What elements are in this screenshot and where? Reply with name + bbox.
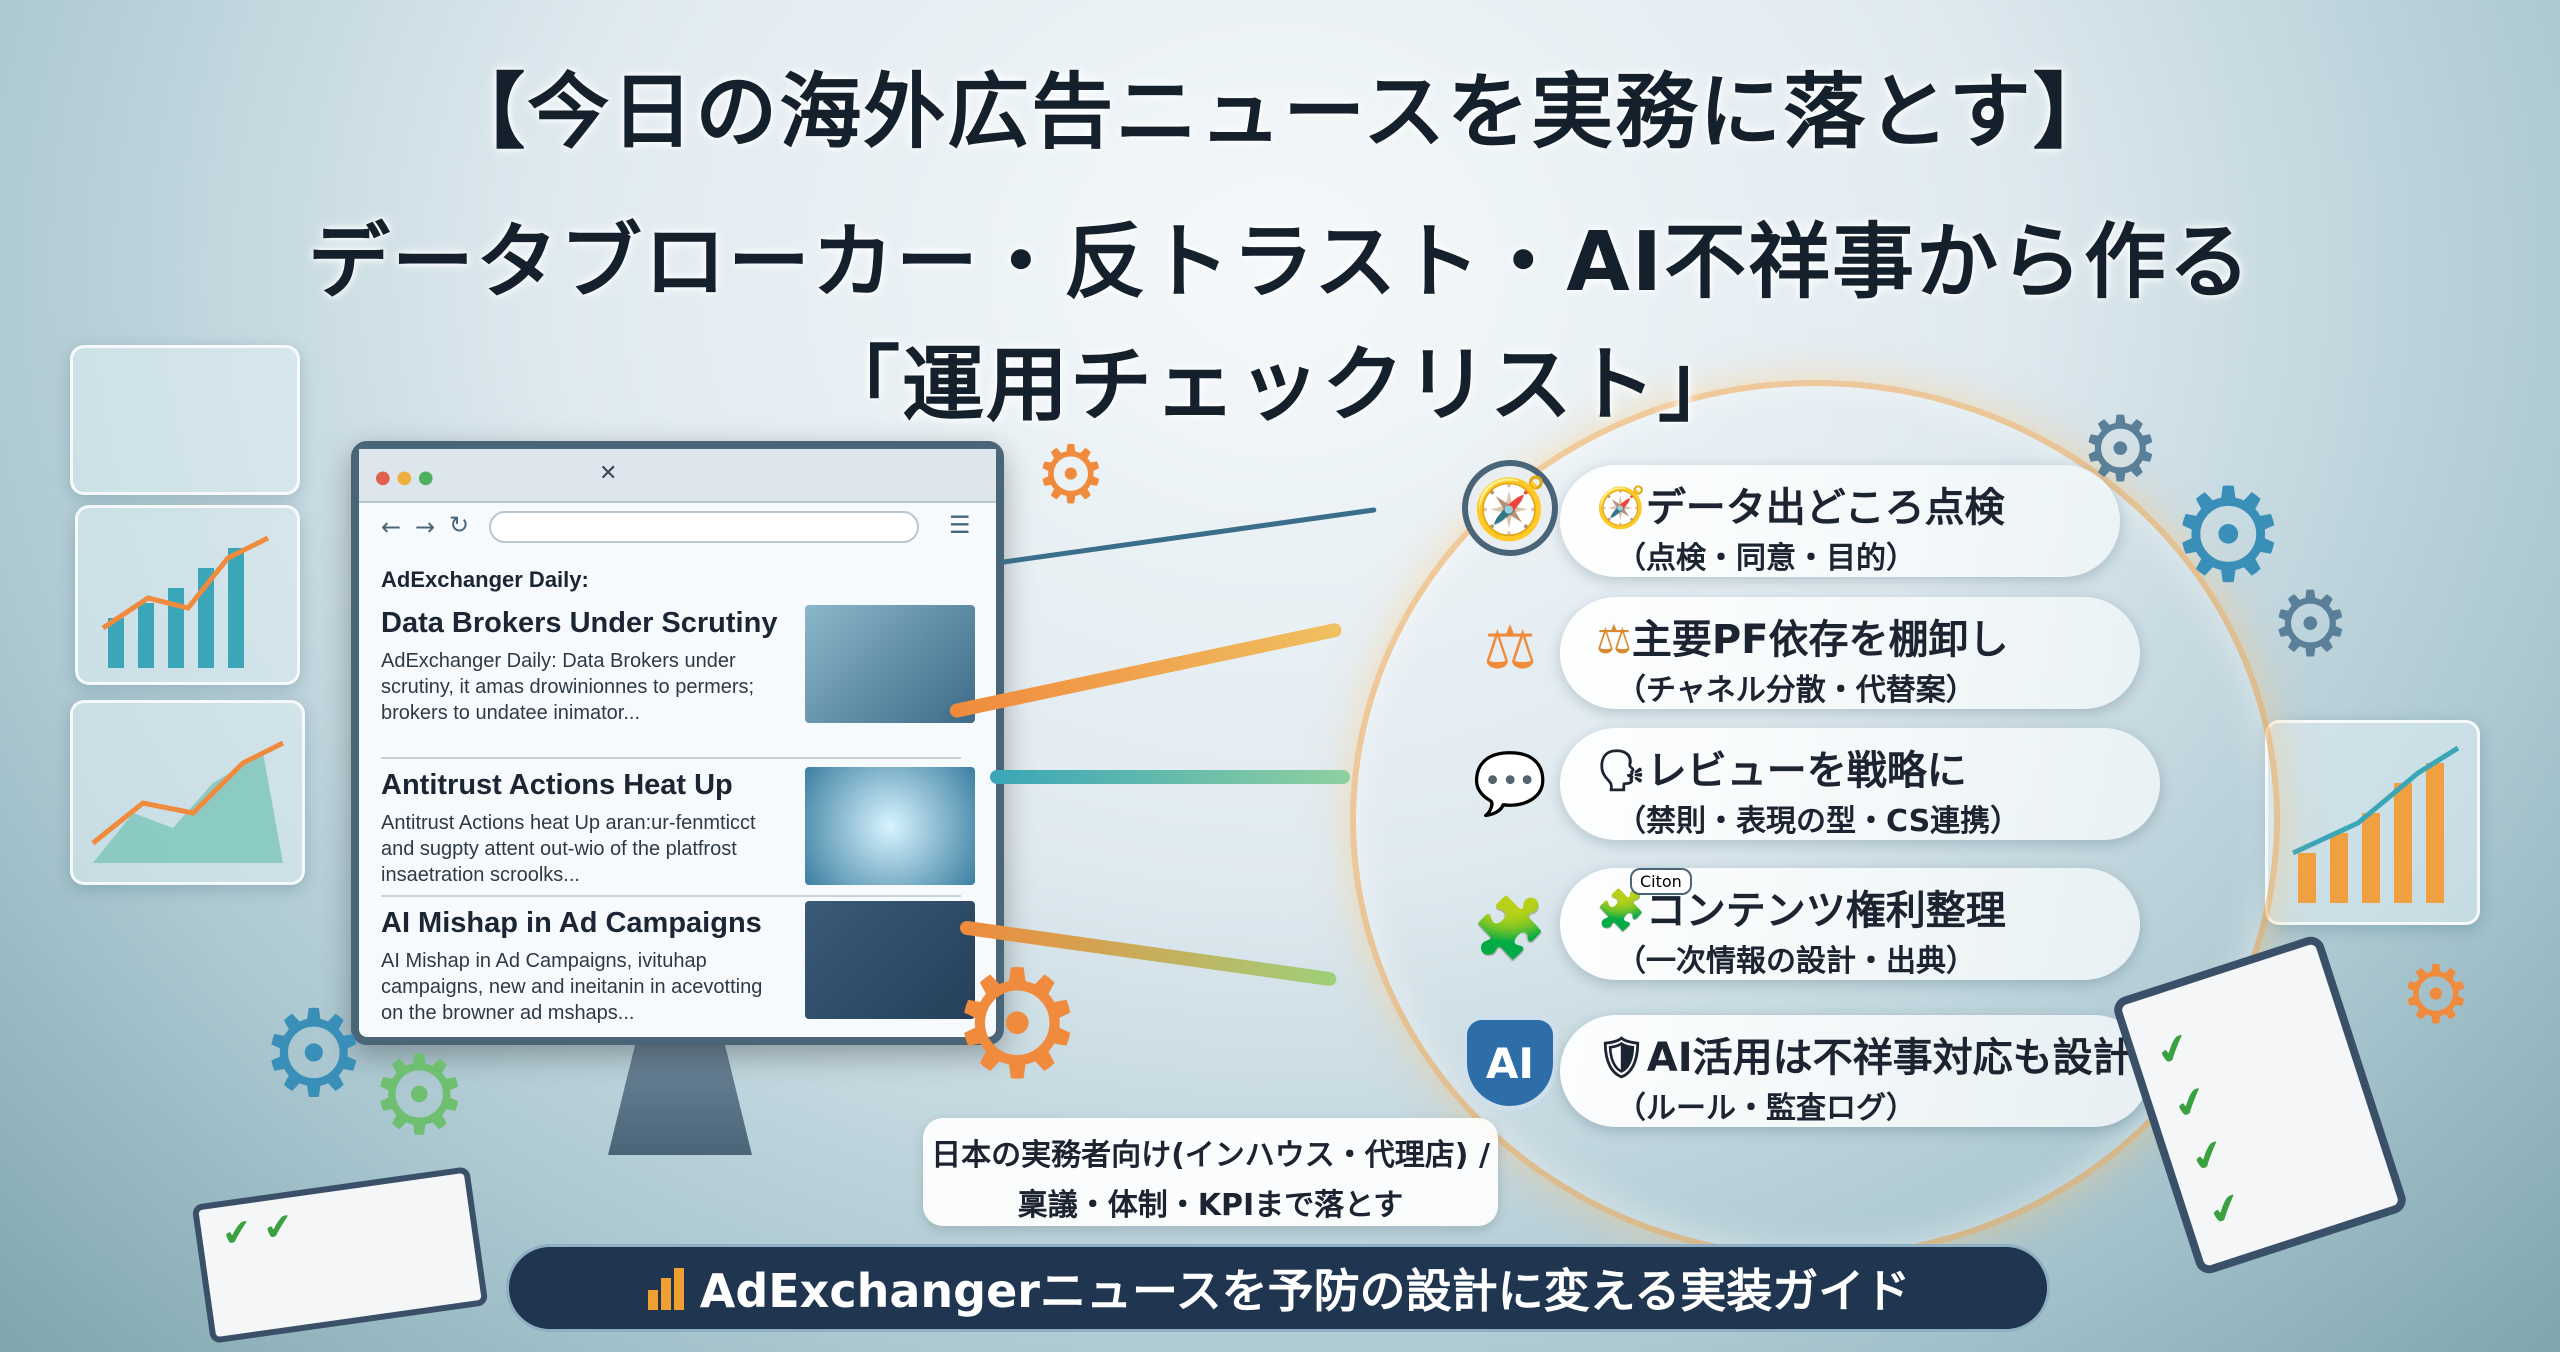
bar-chart-icon — [2291, 745, 2460, 903]
flow-arrow — [948, 621, 1343, 719]
divider — [381, 757, 961, 759]
clipboard-icon: ✔ ✔ — [191, 1166, 489, 1344]
title-line-2: データブローカー・反トラスト・AI不祥事から作る — [307, 215, 2253, 310]
divider — [381, 895, 961, 897]
forward-icon[interactable]: → — [415, 513, 436, 541]
window-dots: ● ● ● — [375, 467, 434, 488]
puzzle-icon: 🧩 — [1472, 893, 1548, 964]
gear-icon: ⚙ — [2270, 572, 2351, 677]
gear-icon: ⚙ — [2170, 459, 2287, 611]
flow-arrow — [990, 770, 1350, 784]
data-analysis-thumbnail — [805, 605, 975, 723]
news-item[interactable]: AI Mishap in Ad Campaigns AI Mishap in A… — [381, 901, 981, 1026]
scales-icon: ⚖ — [1596, 617, 1632, 663]
audience-note: 日本の実務者向け(インハウス・代理店) / 稟議・体制・KPIまで落とす — [923, 1118, 1498, 1226]
compass-icon: 🧭 — [1596, 485, 1646, 531]
chat-bubbles-icon: 💬 — [1472, 748, 1548, 819]
ai-shield-icon: AI — [1462, 1015, 1558, 1111]
checklist-item: 🧭データ出どころ点検 （点検・同意・目的） — [1560, 465, 2120, 577]
reload-icon[interactable]: ↻ — [449, 511, 470, 539]
checklist-item: 🗣レビューを戦略に （禁則・表現の型・CS連携） — [1560, 728, 2160, 840]
checklist-title: コンテンツ権利整理 — [1645, 888, 2006, 934]
checklist-title: レビューを戦略に — [1646, 748, 1967, 794]
news-headline[interactable]: Data Brokers Under Scrutiny — [381, 607, 778, 639]
gear-icon: ⚙ — [370, 1031, 469, 1159]
gear-icon: ⚙ — [950, 938, 1085, 1112]
checklist-item: 🛡AI活用は不祥事対応も設計 （ルール・監査ログ） — [1560, 1015, 2150, 1127]
monitor-stand — [608, 1045, 752, 1155]
news-summary: AdExchanger Daily: Data Brokers under sc… — [381, 650, 755, 724]
menu-icon[interactable]: ☰ — [949, 511, 971, 539]
line-chart-panel — [70, 700, 305, 885]
right-chart-panel — [2265, 720, 2480, 925]
masthead: AdExchanger Daily: — [381, 567, 589, 592]
close-tab-icon[interactable]: ✕ — [599, 461, 618, 486]
bar-chart-icon — [101, 535, 270, 668]
compass-icon: 🧭 — [1462, 460, 1558, 556]
checklist-title: 主要PF依存を棚卸し — [1631, 617, 2009, 663]
news-summary: AI Mishap in Ad Campaigns, ivituhap camp… — [381, 950, 763, 1024]
checklist-item: ⚖主要PF依存を棚卸し （チャネル分散・代替案） — [1560, 597, 2140, 709]
puzzle-icon: 🧩 — [1596, 888, 1646, 934]
title-line-3: 「運用チェックリスト」 — [817, 338, 1742, 433]
area-chart-icon — [91, 740, 285, 863]
checklist-title: データ出どころ点検 — [1645, 485, 2005, 531]
checklist-subtitle: （禁則・表現の型・CS連携） — [1616, 804, 2021, 839]
banner-text: AdExchangerニュースを予防の設計に変える実装ガイド — [699, 1264, 1911, 1318]
news-item[interactable]: Antitrust Actions Heat Up Antitrust Acti… — [381, 767, 981, 888]
news-item[interactable]: Data Brokers Under Scrutiny AdExchanger … — [381, 605, 981, 726]
audience-line-1: 日本の実務者向け(インハウス・代理店) / — [931, 1138, 1490, 1173]
gear-icon: ⚙ — [1035, 428, 1107, 521]
magnifier-thumbnail — [805, 901, 975, 1019]
browser-window: ● ● ● ✕ ← → ↻ ☰ AdExchanger Daily: Data … — [351, 441, 1004, 1045]
news-headline[interactable]: AI Mishap in Ad Campaigns — [381, 907, 762, 939]
title-line-1: 【今日の海外広告ニュースを実務に落とす】 — [443, 65, 2117, 160]
checklist-subtitle: （一次情報の設計・出典） — [1616, 944, 1976, 979]
scales-icon: ⚖ — [1483, 613, 1537, 683]
shield-icon: 🛡 — [1596, 1035, 1647, 1081]
puzzle-bubble: Citon — [1630, 868, 1692, 895]
audience-line-2: 稟議・体制・KPIまで落とす — [1017, 1188, 1404, 1223]
checklist-subtitle: （チャネル分散・代替案） — [1616, 673, 1976, 708]
bar-chart-panel — [75, 505, 300, 685]
dashboard-panel — [70, 345, 300, 495]
speaking-head-icon: 🗣 — [1596, 748, 1647, 794]
news-summary: Antitrust Actions heat Up aran:ur-fenmti… — [381, 812, 756, 886]
shield-label: AI — [1485, 1038, 1535, 1088]
bar-chart-icon — [647, 1268, 684, 1310]
megaphone-thumbnail — [805, 767, 975, 885]
browser-tab-bar: ● ● ● ✕ — [359, 449, 996, 503]
checklist-subtitle: （点検・同意・目的） — [1616, 541, 1916, 576]
checklist-subtitle: （ルール・監査ログ） — [1616, 1091, 1916, 1126]
gear-icon: ⚙ — [2400, 948, 2472, 1041]
checklist-title: AI活用は不祥事対応も設計 — [1646, 1035, 2133, 1081]
address-bar[interactable] — [489, 511, 919, 543]
guide-banner: AdExchangerニュースを予防の設計に変える実装ガイド — [506, 1244, 2050, 1332]
gear-icon: ⚙ — [260, 985, 368, 1124]
back-icon[interactable]: ← — [381, 513, 402, 541]
news-headline[interactable]: Antitrust Actions Heat Up — [381, 769, 733, 801]
